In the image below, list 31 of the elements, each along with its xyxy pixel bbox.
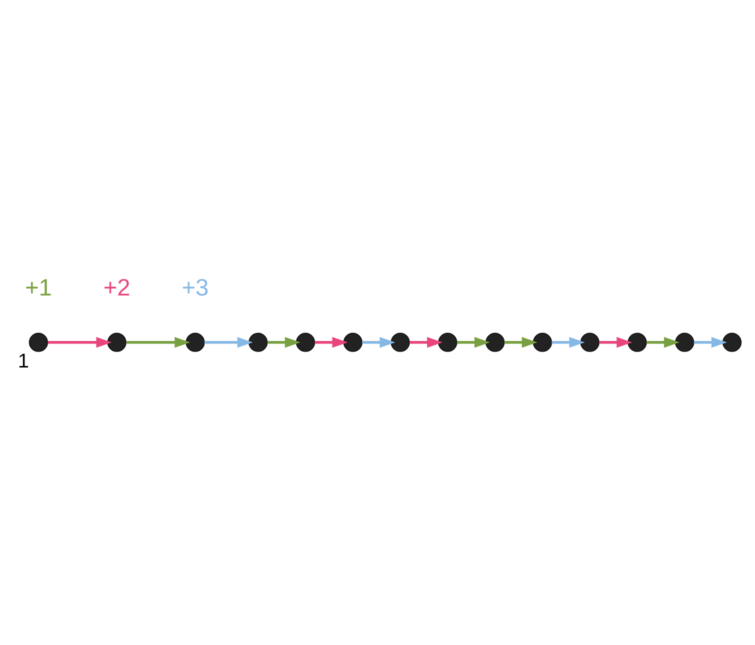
arrow [456,336,490,348]
node-circle [28,332,48,352]
arrow [504,336,538,348]
legend-label: +2 [103,274,130,301]
node-circle [107,332,126,352]
node-circle [343,332,362,352]
arrow [410,336,443,348]
node-circle [580,332,600,352]
node-circle [186,332,205,352]
legend-label: +3 [182,274,209,301]
arrow [552,336,585,348]
node-label: 1 [18,350,29,372]
node-circle [532,332,552,352]
arrow [599,336,632,348]
node-circle [438,332,458,352]
legend-label: +1 [24,274,52,301]
node-circle [296,332,316,352]
arrow [694,336,727,348]
node-circle [390,332,410,352]
node-circle [486,332,505,352]
arrow [362,336,396,348]
arrow [48,336,112,348]
arrow [646,336,680,348]
node-circle [675,332,694,352]
node-circle [248,332,268,352]
arrow [126,336,190,348]
arrow [314,336,348,348]
arrow [204,336,253,348]
arrow [267,336,300,348]
node-circle [628,332,647,352]
node-circle [722,332,742,352]
